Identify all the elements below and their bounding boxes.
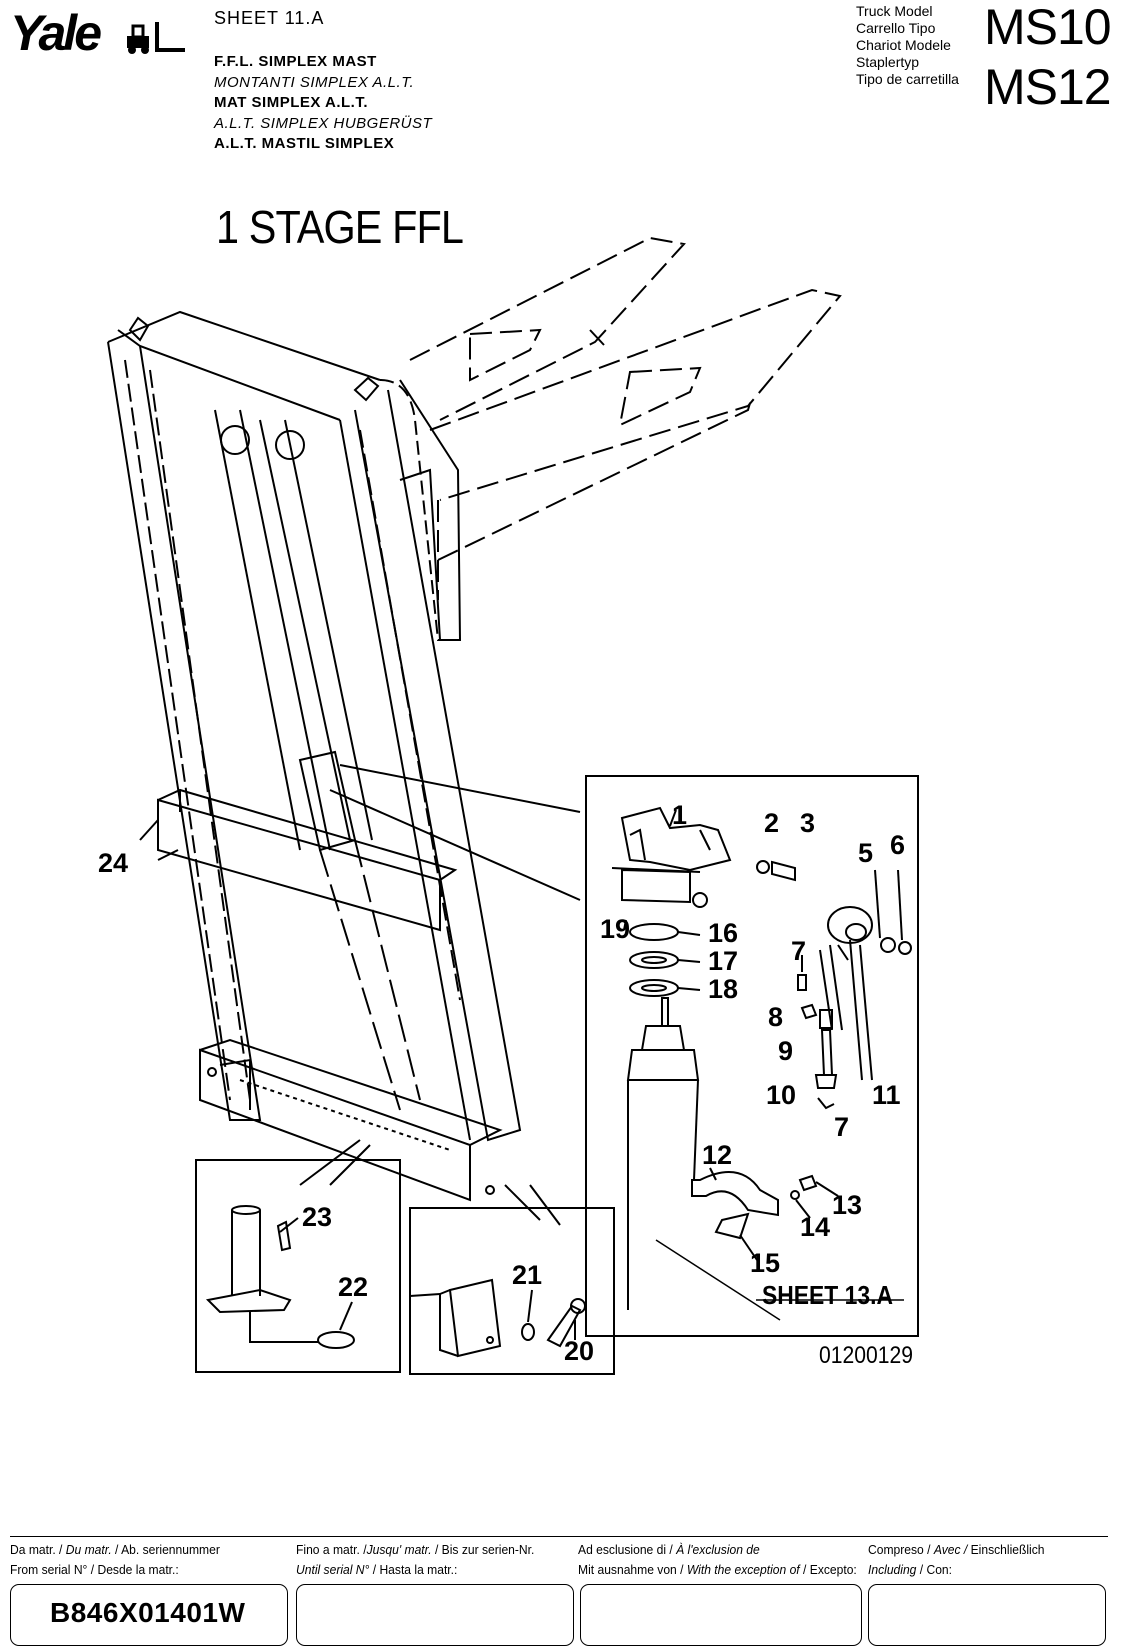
- callout-16: 16: [708, 918, 739, 948]
- title-line: MAT SIMPLEX A.L.T.: [214, 94, 368, 111]
- callout-18: 18: [708, 974, 739, 1004]
- callout-5: 5: [858, 838, 874, 868]
- callout-24: 24: [98, 848, 129, 878]
- footer-text: / Con:: [916, 1562, 953, 1577]
- callout-6: 6: [890, 830, 906, 860]
- callout-12: 12: [702, 1140, 733, 1170]
- detail-box-crossbar-bolt: [409, 1207, 615, 1375]
- including-box: [868, 1584, 1106, 1646]
- title-line: A.L.T. SIMPLEX HUBGERÜST: [214, 114, 433, 132]
- footer-text: With the exception of: [686, 1562, 800, 1577]
- yale-logo: Yale: [10, 5, 102, 61]
- callout-23: 23: [302, 1202, 333, 1232]
- footer-text: Avec /: [933, 1542, 968, 1557]
- until-serial-box: [296, 1584, 574, 1646]
- mast-frame: [107, 310, 522, 1142]
- footer-text: / Bis zur serien-Nr.: [431, 1542, 535, 1557]
- callout-1: 1: [672, 800, 688, 830]
- forks: [409, 236, 842, 600]
- drawing-heading: 1 STAGE FFL: [216, 201, 464, 253]
- forklift-logo-icon: [127, 22, 185, 54]
- footer-from-serial-label: Da matr. / Du matr. / Ab. seriennummer F…: [10, 1540, 220, 1580]
- truck-model-label: Tipo de carretilla: [856, 71, 959, 87]
- footer-text: From serial N° / Desde la matr.:: [10, 1562, 179, 1577]
- footer-until-serial-label: Fino a matr. /Jusqu' matr. / Bis zur ser…: [296, 1540, 534, 1580]
- footer-text: Mit ausnahme von /: [578, 1562, 687, 1577]
- footer-text: Including: [868, 1562, 917, 1577]
- callout-8: 8: [768, 1002, 784, 1032]
- truck-model-labels: Truck Model Carrello Tipo Chariot Modele…: [856, 3, 959, 88]
- callout-22: 22: [338, 1272, 369, 1302]
- lift-cylinder: [214, 409, 421, 1111]
- callout-13: 13: [832, 1190, 863, 1220]
- callout-3: 3: [800, 808, 816, 838]
- footer-text: Until serial N°: [296, 1562, 370, 1577]
- sheet-number: SHEET 11.A: [214, 8, 325, 28]
- exception-box: [580, 1584, 862, 1646]
- footer-text: Einschließlich: [967, 1542, 1045, 1557]
- callout-9: 9: [778, 1036, 794, 1066]
- callout-17: 17: [708, 946, 739, 976]
- footer-exception-label: Ad esclusione di / À l'exclusion de Mit …: [578, 1540, 857, 1580]
- crossbar-lower: [199, 1038, 503, 1202]
- footer-text: Da matr. /: [10, 1542, 66, 1557]
- callout-21: 21: [512, 1260, 543, 1290]
- footer-text: / Excepto:: [799, 1562, 857, 1577]
- callout-7b: 7: [834, 1112, 850, 1142]
- model-ms12: MS12: [984, 59, 1112, 115]
- footer-divider: [10, 1536, 1108, 1537]
- footer-text: À l'exclusion de: [676, 1542, 760, 1557]
- footer-including-label: Compreso / Avec / Einschließlich Includi…: [868, 1540, 1045, 1580]
- footer-text: / Ab. seriennummer: [111, 1542, 220, 1557]
- footer-text: Fino a matr. /: [296, 1542, 367, 1557]
- truck-model-label: Carrello Tipo: [856, 20, 936, 36]
- footer-text: / Hasta la matr.:: [369, 1562, 458, 1577]
- footer-text: Jusqu' matr.: [366, 1542, 432, 1557]
- title-line: F.F.L. SIMPLEX MAST: [214, 53, 377, 70]
- sheet-reference: SHEET 13.A: [762, 1280, 893, 1310]
- callout-20: 20: [564, 1336, 595, 1366]
- crossbar-upper: [157, 788, 458, 932]
- from-serial-value: B846X01401W: [50, 1597, 246, 1628]
- callout-7: 7: [791, 936, 807, 966]
- callout-11: 11: [872, 1080, 901, 1110]
- callout-14: 14: [800, 1212, 831, 1242]
- title-line: A.L.T. MASTIL SIMPLEX: [214, 135, 395, 152]
- footer-text: Compreso /: [868, 1542, 934, 1557]
- truck-model-label: Staplertyp: [856, 54, 920, 70]
- callout-19: 19: [600, 914, 631, 944]
- callout-2: 2: [764, 808, 780, 838]
- footer-text: Ad esclusione di /: [578, 1542, 677, 1557]
- callout-10: 10: [766, 1080, 797, 1110]
- mast-titles: F.F.L. SIMPLEX MAST MONTANTI SIMPLEX A.L…: [214, 52, 432, 155]
- truck-model-label: Truck Model: [856, 3, 933, 19]
- detail-box-cylinder-top: [585, 775, 919, 1337]
- title-line: MONTANTI SIMPLEX A.L.T.: [214, 73, 415, 91]
- footer-text: Du matr.: [65, 1542, 112, 1557]
- truck-model-label: Chariot Modele: [856, 37, 951, 53]
- drawing-number: 01200129: [819, 1342, 913, 1369]
- detail-box-cylinder-base: [195, 1159, 401, 1373]
- model-ms10: MS10: [984, 0, 1112, 55]
- callout-15: 15: [750, 1248, 781, 1278]
